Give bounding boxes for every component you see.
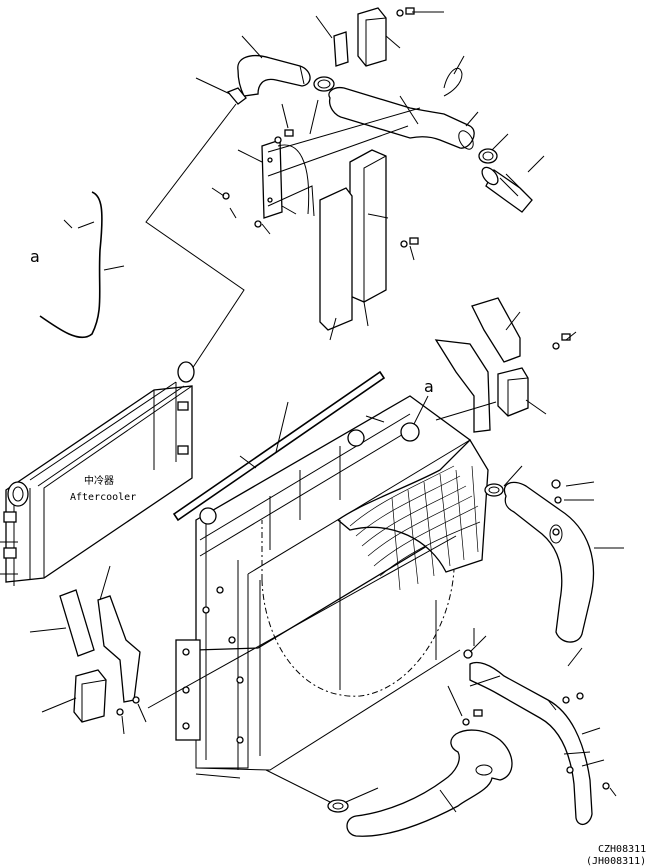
hose-lower-right (469, 661, 593, 825)
hose-clamp-lower (327, 799, 349, 813)
bolt-duct (400, 237, 419, 248)
bracket-left-lower (59, 589, 141, 723)
clip-small-upper (226, 87, 247, 105)
leader-lines-top (145, 11, 545, 379)
radiator-frame (172, 370, 471, 779)
aftercooler-label-en: Aftercooler (70, 492, 136, 503)
wire-hook (443, 67, 463, 97)
rubber-hose-short (481, 166, 533, 213)
drawing-code: CZH08311 (598, 844, 646, 855)
wire-harness-left (39, 191, 125, 339)
bolt-left-lower (116, 696, 140, 716)
leader-lines-bottom (29, 311, 624, 813)
callout-a-mid: a (424, 377, 434, 396)
intake-pipe (328, 86, 475, 150)
bolt-right-upper (552, 333, 571, 350)
bracket-top-right (333, 7, 387, 67)
upper-hose-left (237, 55, 311, 97)
hose-lower-center (346, 729, 513, 837)
hose-clamp-mid (478, 148, 498, 164)
leader-callout-a (413, 395, 429, 425)
bolt-lower-right (463, 649, 610, 790)
bolt-right-mid (551, 479, 562, 536)
aftercooler-label-cn: 中冷器 (84, 474, 114, 487)
bracket-left-upper (261, 139, 315, 219)
bolt-lower-center (462, 709, 483, 726)
hose-elbow-right (503, 481, 595, 643)
callout-a-left: a (30, 247, 40, 266)
hose-clamp-upper (313, 76, 335, 92)
aftercooler-core (0, 361, 195, 586)
duct-panel-upper (319, 149, 387, 331)
hose-clamp-right (484, 483, 504, 497)
bolt-group-upper (222, 129, 294, 228)
bracket-right-upper (434, 297, 529, 433)
drawing-code-secondary: (JH008311) (586, 856, 646, 867)
bolt-top-right (396, 7, 415, 17)
